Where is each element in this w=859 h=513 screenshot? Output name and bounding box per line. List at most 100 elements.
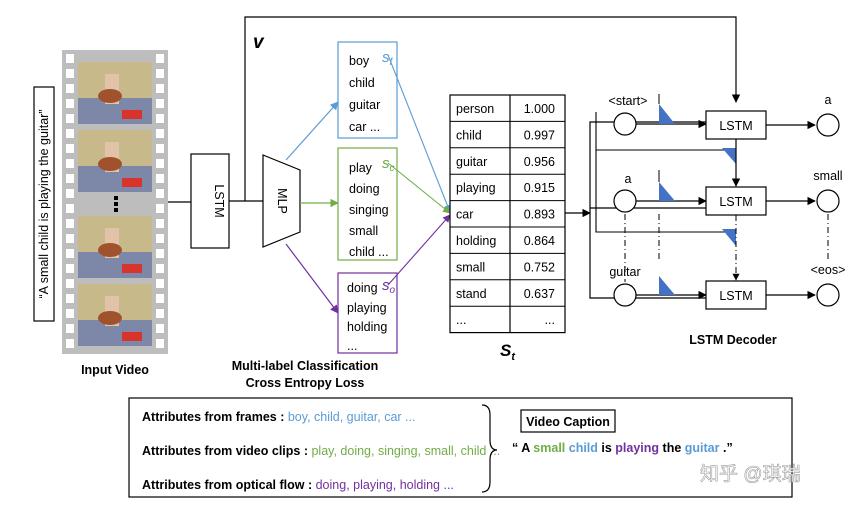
decoder-input-2: a <box>625 172 632 186</box>
sprocket-hole <box>156 54 164 63</box>
sprocket-hole <box>66 144 74 153</box>
sprocket-hole <box>156 294 164 303</box>
input-node-1 <box>613 112 637 136</box>
sprocket-hole <box>156 249 164 258</box>
sprocket-hole <box>156 324 164 333</box>
sprocket-hole <box>66 99 74 108</box>
video-caption-box <box>520 409 616 433</box>
sprocket-hole <box>66 114 74 123</box>
table-word: guitar <box>456 155 487 169</box>
vertical-caption: “A small child is playing the guitar” <box>33 86 55 322</box>
vertical-caption-text: “A small child is playing the guitar” <box>37 110 51 299</box>
table-word: holding <box>456 234 496 248</box>
skip-line-3 <box>595 150 736 233</box>
sprocket-hole <box>66 189 74 198</box>
mlc-label-2: Cross Entropy Loss <box>246 376 365 390</box>
table-score: 0.956 <box>524 155 555 169</box>
table-word: small <box>456 260 485 274</box>
decoder-output-3: <eos> <box>811 263 846 277</box>
mlp-to-so-arrow <box>285 243 339 314</box>
sprocket-hole <box>66 159 74 168</box>
sf-word: child <box>349 76 375 90</box>
sf-word: guitar <box>349 98 380 112</box>
sprocket-hole <box>66 234 74 243</box>
sprocket-hole <box>66 174 74 183</box>
table-score: 0.637 <box>524 287 555 301</box>
so-symbol: so <box>382 277 396 296</box>
encoder-lstm-label: LSTM <box>212 184 226 217</box>
st-feed-1 <box>589 117 721 213</box>
output-node-1 <box>816 113 840 137</box>
legend-panel: Attributes from frames : boy, child, gui… <box>128 397 793 498</box>
so-word: holding <box>347 320 387 334</box>
sprocket-hole <box>156 114 164 123</box>
video-caption-title: Video Caption <box>526 415 610 429</box>
gate-triangle <box>722 229 736 246</box>
sc-word: child ... <box>349 245 389 259</box>
so-word: playing <box>347 301 387 315</box>
sprocket-hole <box>156 279 164 288</box>
sprocket-hole <box>156 234 164 243</box>
sc-word: doing <box>349 182 380 196</box>
sprocket-hole <box>156 219 164 228</box>
mlp-box: MLP <box>262 154 301 248</box>
gate-triangle <box>722 148 736 164</box>
table-score: ... <box>545 313 555 327</box>
table-word: car <box>456 208 473 222</box>
sprocket-hole <box>156 174 164 183</box>
sprocket-hole <box>66 84 74 93</box>
input-video-label: Input Video <box>81 363 149 377</box>
watermark: 知乎 @琪瑞 <box>700 463 801 485</box>
video-frame-2 <box>78 130 152 192</box>
sc-word: singing <box>349 203 389 217</box>
sprocket-hole <box>66 54 74 63</box>
gate-triangle <box>659 276 675 295</box>
decoder-cell-label: LSTM <box>719 195 752 209</box>
decoder-lstm-cell-1 <box>705 110 767 140</box>
decoder: <start> LSTM a a LSTM small guitar <box>609 93 846 310</box>
table-word: child <box>456 128 482 142</box>
decoder-title: LSTM Decoder <box>689 333 777 347</box>
sprocket-hole <box>66 219 74 228</box>
input-node-2 <box>613 189 637 213</box>
so-word: ... <box>347 339 357 353</box>
sprocket-hole <box>156 159 164 168</box>
sprocket-hole <box>66 69 74 78</box>
sf-word: boy <box>349 54 370 68</box>
sprocket-hole <box>66 249 74 258</box>
sprocket-hole <box>66 204 74 213</box>
table-score: 1.000 <box>524 102 555 116</box>
table-word: person <box>456 102 494 116</box>
legend-row-clips: Attributes from video clips : play, doin… <box>142 444 500 458</box>
decoder-cell-label: LSTM <box>719 119 752 133</box>
sc-word: play <box>349 161 373 175</box>
decoder-output-2: small <box>813 169 842 183</box>
decoder-lstm-cell-3 <box>705 280 767 310</box>
st-label: St <box>500 341 516 363</box>
frame-ellipsis <box>114 196 118 212</box>
legend-brace <box>481 404 498 493</box>
sprocket-hole <box>156 144 164 153</box>
encoder-lstm-box: LSTM <box>190 153 230 249</box>
gate-triangle <box>659 182 675 201</box>
sprocket-hole <box>66 264 74 273</box>
output-node-2 <box>816 189 840 213</box>
sc-to-table-arrow <box>387 162 451 214</box>
legend-row-frames: Attributes from frames : boy, child, gui… <box>142 410 415 424</box>
sprocket-hole <box>156 204 164 213</box>
sprocket-hole <box>66 279 74 288</box>
mlp-to-sf-arrow <box>285 101 339 161</box>
sprocket-hole <box>66 324 74 333</box>
sprocket-hole <box>156 309 164 318</box>
decoder-input-3: guitar <box>609 265 640 279</box>
video-caption-sentence: “ A small child is playing the guitar .” <box>512 441 733 455</box>
attr-box-flow: so doing playing holding ... <box>337 272 398 354</box>
attr-box-frames: sf boy child guitar car ... <box>337 41 398 139</box>
decoder-cell-label: LSTM <box>719 289 752 303</box>
sprocket-hole <box>156 99 164 108</box>
attr-box-clips: sc play doing singing small child ... <box>337 147 398 261</box>
film-strip <box>62 50 168 354</box>
